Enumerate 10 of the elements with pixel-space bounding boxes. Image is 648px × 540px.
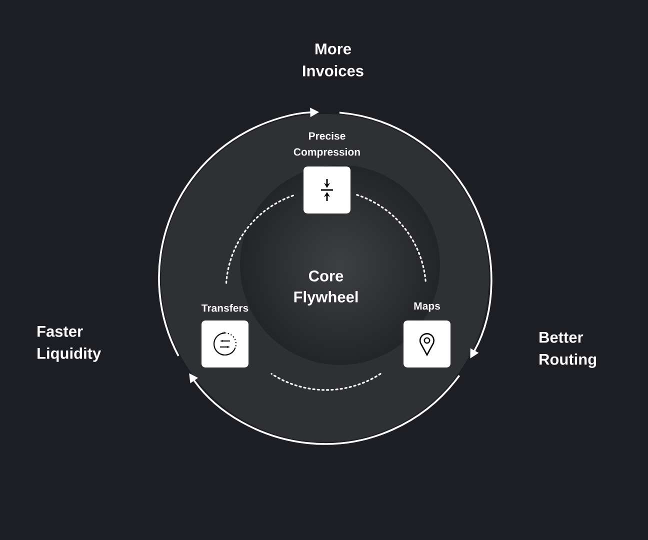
connector — [270, 373, 382, 391]
tile-label: Precise Compression — [294, 132, 360, 158]
stage-label: Better Routing — [540, 332, 596, 368]
stage-label: Faster Liquidity — [38, 326, 102, 362]
tile-label: Maps — [414, 302, 440, 312]
connector — [225, 194, 296, 284]
connector — [356, 194, 427, 284]
center-label: Core Flywheel — [294, 270, 358, 306]
tile-label: Transfers — [202, 304, 248, 312]
stage-label: More Invoices — [303, 44, 364, 76]
